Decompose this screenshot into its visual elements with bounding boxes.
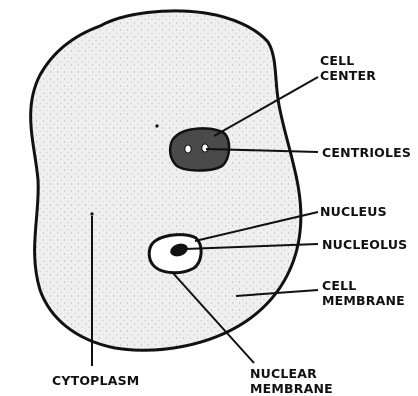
label-cell-membrane: CELL MEMBRANE <box>322 278 405 308</box>
label-cytoplasm: CYTOPLASM <box>52 373 139 388</box>
cytoplasm-dot <box>155 124 158 127</box>
centriole-right <box>202 144 208 152</box>
cytoplasm-dot <box>90 212 93 215</box>
label-nucleolus: NUCLEOLUS <box>322 237 407 252</box>
cell-membrane-outline <box>31 11 301 350</box>
label-nucleus: NUCLEUS <box>320 204 387 219</box>
label-centrioles: CENTRIOLES <box>322 145 411 160</box>
centriole-left <box>185 145 191 153</box>
label-cell-center: CELL CENTER <box>320 53 376 83</box>
label-nuclear-membrane: NUCLEAR MEMBRANE <box>250 366 333 396</box>
